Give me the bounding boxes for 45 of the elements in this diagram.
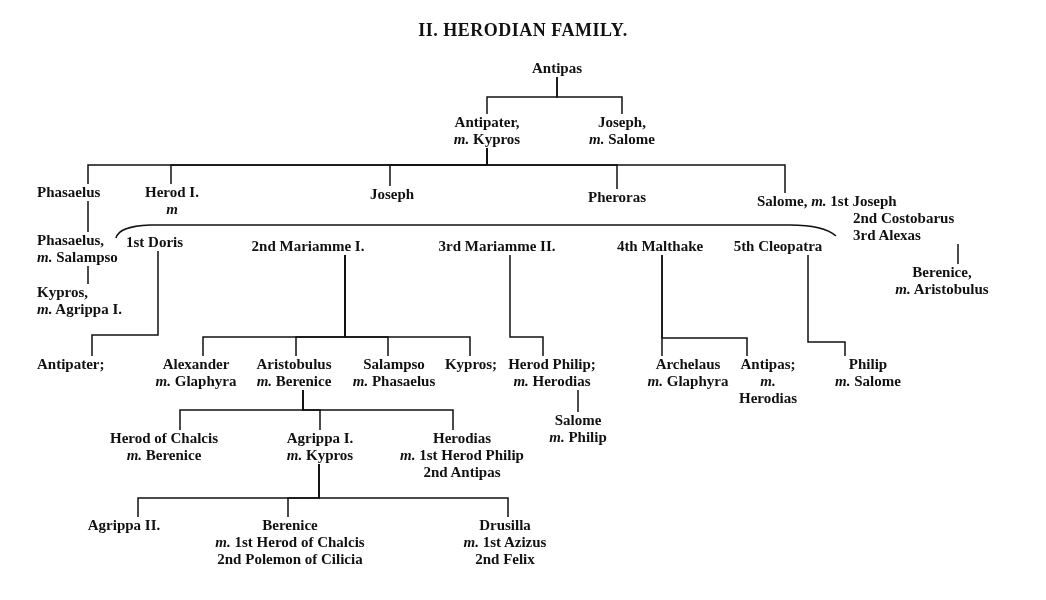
family-line [318,463,509,518]
family-line [957,243,959,265]
family-line [486,147,786,194]
family-line [661,254,748,357]
person-name: Antipater; [37,356,105,373]
person-name: Herodias m. 1st Herod Philip 2nd Antipas [400,430,524,481]
person-name: Pheroras [588,189,646,206]
family-line [87,265,89,285]
person-name: Alexander m. Glaphyra [155,356,237,390]
person-name: 2nd Mariamme I. [251,238,365,255]
family-line [577,389,579,413]
person-name: Antipas [532,60,582,77]
person-name: Herod Philip; m. Herodias [508,356,596,390]
family-line [344,254,471,357]
family-line [807,254,846,357]
person-name: Berenice m. 1st Herod of Chalcis 2nd Polemon of Cilicia [215,517,365,568]
person-name: Agrippa II. [87,517,161,534]
person-name: Drusilla m. 1st Azizus 2nd Felix [463,517,547,568]
person-name: Phasaelus [37,184,101,201]
person-name: Berenice, m. Aristobulus [895,264,989,298]
person-name: 1st Doris [126,234,184,251]
family-line [302,389,454,431]
person-name: Salome m. Philip [549,412,607,446]
person-name: Kypros, m. Agrippa I. [37,284,123,318]
family-line [556,76,623,115]
person-name: Antipas; m. Herodias [738,356,798,407]
person-name: Archelaus m. Glaphyra [647,356,729,390]
person-name: 5th Cleopatra [733,238,823,255]
person-name: Salampso m. Phasaelus [352,356,436,390]
person-name: Herod I. m [145,184,199,218]
person-name: Philip m. Salome [835,356,901,390]
person-name: Kypros; [444,356,498,373]
family-line [91,250,159,357]
person-name: Agrippa I. m. Kypros [286,430,354,464]
person-name: Joseph, m. Salome [589,114,655,148]
person-name: Herod of Chalcis m. Berenice [109,430,219,464]
person-name: Aristobulus m. Berenice [256,356,332,390]
family-line [87,200,89,233]
person-name: Antipater, m. Kypros [453,114,521,148]
family-line [509,254,544,357]
person-name: 3rd Mariamme II. [438,238,556,255]
person-name: Phasaelus, m. Salampso [37,232,118,266]
person-name: Joseph [369,186,415,203]
person-name: 4th Malthake [616,238,704,255]
diagram-title: II. HERODIAN FAMILY. [417,20,629,41]
